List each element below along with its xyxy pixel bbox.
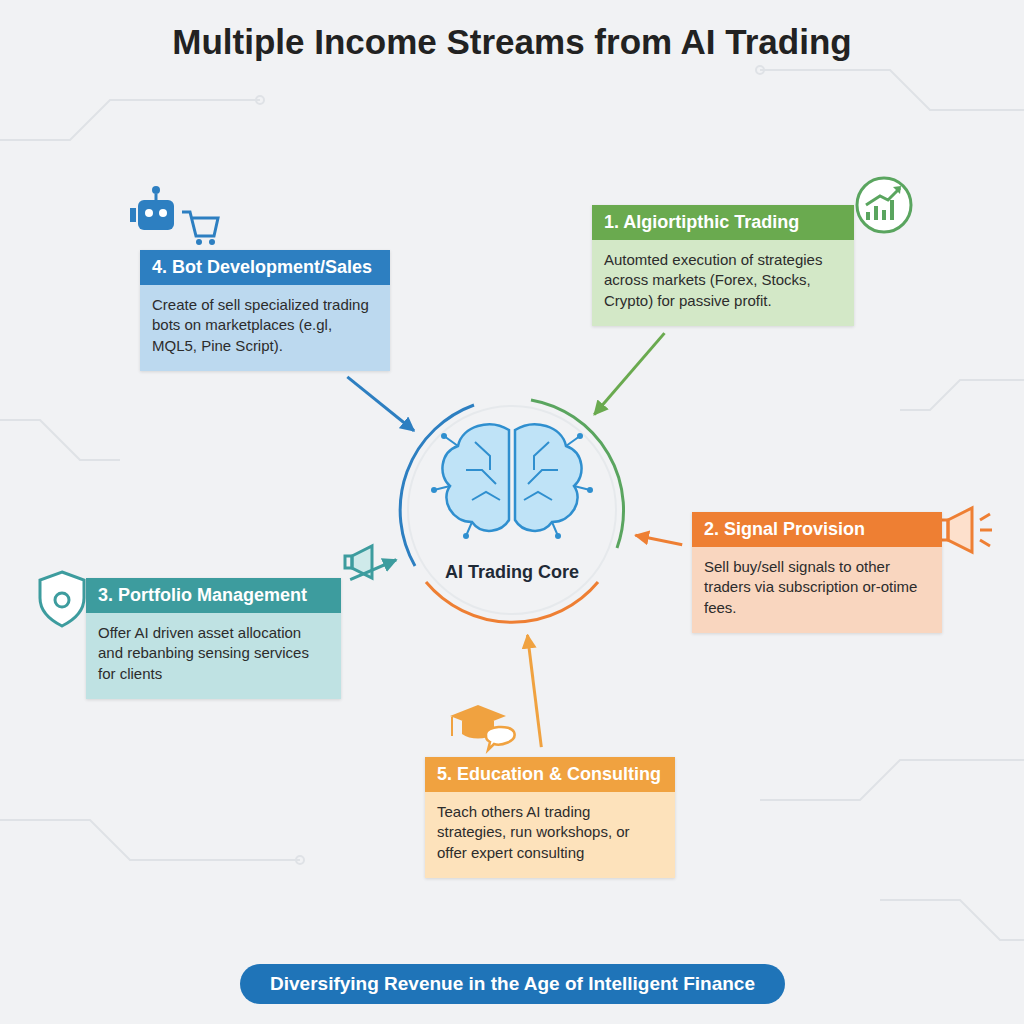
core-label: AI Trading Core: [402, 400, 622, 583]
megaphone-icon: [940, 508, 992, 552]
stream-box: 2. Signal ProvisionSell buy/sell signals…: [692, 512, 942, 633]
caption-banner: Diversifying Revenue in the Age of Intel…: [240, 964, 785, 1004]
shield-icon: [40, 572, 84, 626]
box-heading: 4. Bot Development/Sales: [140, 250, 390, 285]
brain-icon: [431, 424, 593, 539]
page-title: Multiple Income Streams from AI Trading: [0, 22, 1024, 62]
circuit-lines: [0, 66, 1024, 940]
connector-arrow: [527, 635, 541, 747]
box-heading: 5. Education & Consulting: [425, 757, 675, 792]
stream-box: 4. Bot Development/SalesCreate of sell s…: [140, 250, 390, 371]
graduation-icon: [450, 705, 515, 750]
box-body: Sell buy/sell signals to other traders v…: [692, 547, 942, 633]
core-ring: [400, 400, 623, 622]
box-body: Teach others AI trading strategies, run …: [425, 792, 675, 878]
stream-box: 5. Education & ConsultingTeach others AI…: [425, 757, 675, 878]
box-body: Offer AI driven asset allocation and reb…: [86, 613, 341, 699]
box-heading: 3. Portfolio Management: [86, 578, 341, 613]
connector-arrow: [594, 333, 664, 414]
core-circle: AI Trading Core: [402, 400, 622, 620]
box-body: Create of sell specialized trading bots …: [140, 285, 390, 371]
connector-arrow: [347, 377, 414, 431]
stream-box: 3. Portfolio ManagementOffer AI driven a…: [86, 578, 341, 699]
box-heading: 1. Algiortipthic Trading: [592, 205, 854, 240]
connector-arrow: [635, 535, 682, 545]
box-body: Automted execution of strategies across …: [592, 240, 854, 326]
chart-icon: [857, 178, 911, 232]
robot-cart-icon: [130, 186, 218, 245]
connector-arrow: [350, 560, 396, 580]
stream-box: 1. Algiortipthic TradingAutomted executi…: [592, 205, 854, 326]
box-heading: 2. Signal Provision: [692, 512, 942, 547]
